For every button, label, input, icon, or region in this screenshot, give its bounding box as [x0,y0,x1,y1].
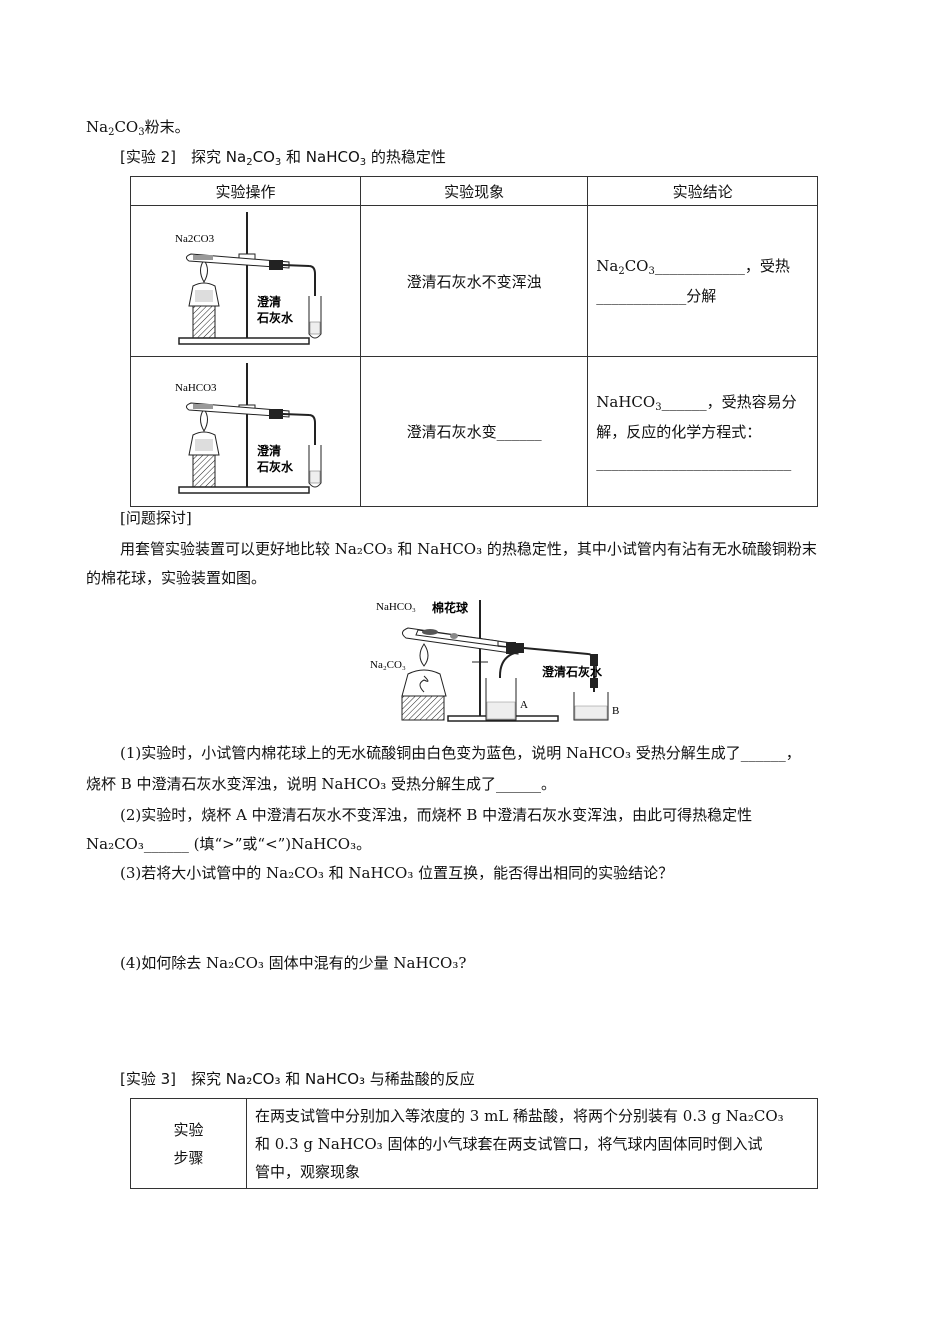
question-1-line-2: 烧杯 B 中澄清石灰水变浑浊，说明 NaHCO₃ 受热分解生成了______。 [86,775,557,793]
header-conclusion: 实验结论 [587,176,818,206]
fig-label-nahco3: NaHCO₃ [376,601,416,613]
heating-apparatus-diagram-2: NaHCO3 澄清 石灰水 [175,363,322,494]
label-tube-1: Na2CO3 [175,233,215,245]
exp3-step-label: 实验 步骤 [130,1098,247,1189]
exp2-table: 实验操作 实验现象 实验结论 [130,176,818,507]
label-water-2a: 澄清 [257,443,281,458]
question-1-line-1: (1)实验时，小试管内棉花球上的无水硫酸铜由白色变为蓝色，说明 NaHCO₃ 受… [120,744,801,762]
label-water-2b: 石灰水 [256,459,294,474]
discussion-heading: [问题探讨] [120,509,192,527]
question-2-line-1: (2)实验时，烧杯 A 中澄清石灰水不变浑浊，而烧杯 B 中澄清石灰水变浑浊，由… [120,806,753,824]
nested-tube-apparatus-figure: NaHCO₃ 棉花球 Na₂CO₃ 澄清石灰水 A B [370,600,619,722]
exp3-title: [实验 3] 探究 Na₂CO₃ 和 NaHCO₃ 与稀盐酸的反应 [120,1070,475,1088]
label-water-1b: 石灰水 [256,310,294,325]
apparatus-cell-1: Na2CO3 澄清 石灰水 [130,205,361,357]
fig-label-b: B [612,705,619,717]
question-2-line-2: Na₂CO₃______ (填“>”或“<”)NaHCO₃。 [86,835,372,853]
intro-line: Na2CO3粉末。 [86,118,190,138]
fig-label-cotton: 棉花球 [432,600,469,615]
fig-label-water: 澄清石灰水 [542,664,603,679]
conclusion-1: Na2CO3____________，受热 ____________分解 [587,205,818,357]
discussion-para-2: 的棉花球，实验装置如图。 [86,569,267,587]
exp2-title: [实验 2] 探究 Na2CO3 和 NaHCO3 的热稳定性 [120,148,446,168]
label-tube-2: NaHCO3 [175,382,217,394]
header-phenomenon: 实验现象 [359,176,589,206]
phenomenon-2: 澄清石灰水变______ [359,356,589,507]
phenomenon-1: 澄清石灰水不变浑浊 [359,205,589,357]
question-4: (4)如何除去 Na₂CO₃ 固体中混有的少量 NaHCO₃? [120,954,467,972]
fig-label-a: A [520,699,528,711]
heating-apparatus-diagram-1: Na2CO3 澄清 石灰水 [175,212,322,345]
intro-tail: 粉末。 [144,118,190,136]
exp3-step-text: 在两支试管中分别加入等浓度的 3 mL 稀盐酸，将两个分别装有 0.3 g Na… [246,1098,818,1189]
fig-label-na2co3: Na₂CO₃ [370,659,406,671]
exp3-table: 实验 步骤 在两支试管中分别加入等浓度的 3 mL 稀盐酸，将两个分别装有 0.… [130,1098,818,1189]
conclusion-2: NaHCO3______，受热容易分 解，反应的化学方程式： _________… [587,356,818,507]
question-3: (3)若将大小试管中的 Na₂CO₃ 和 NaHCO₃ 位置互换，能否得出相同的… [120,864,674,882]
discussion-para-1: 用套管实验装置可以更好地比较 Na₂CO₃ 和 NaHCO₃ 的热稳定性，其中小… [120,540,817,558]
label-water-1a: 澄清 [257,294,281,309]
apparatus-cell-2: NaHCO3 澄清 石灰水 [130,356,361,507]
header-operation: 实验操作 [130,176,361,206]
